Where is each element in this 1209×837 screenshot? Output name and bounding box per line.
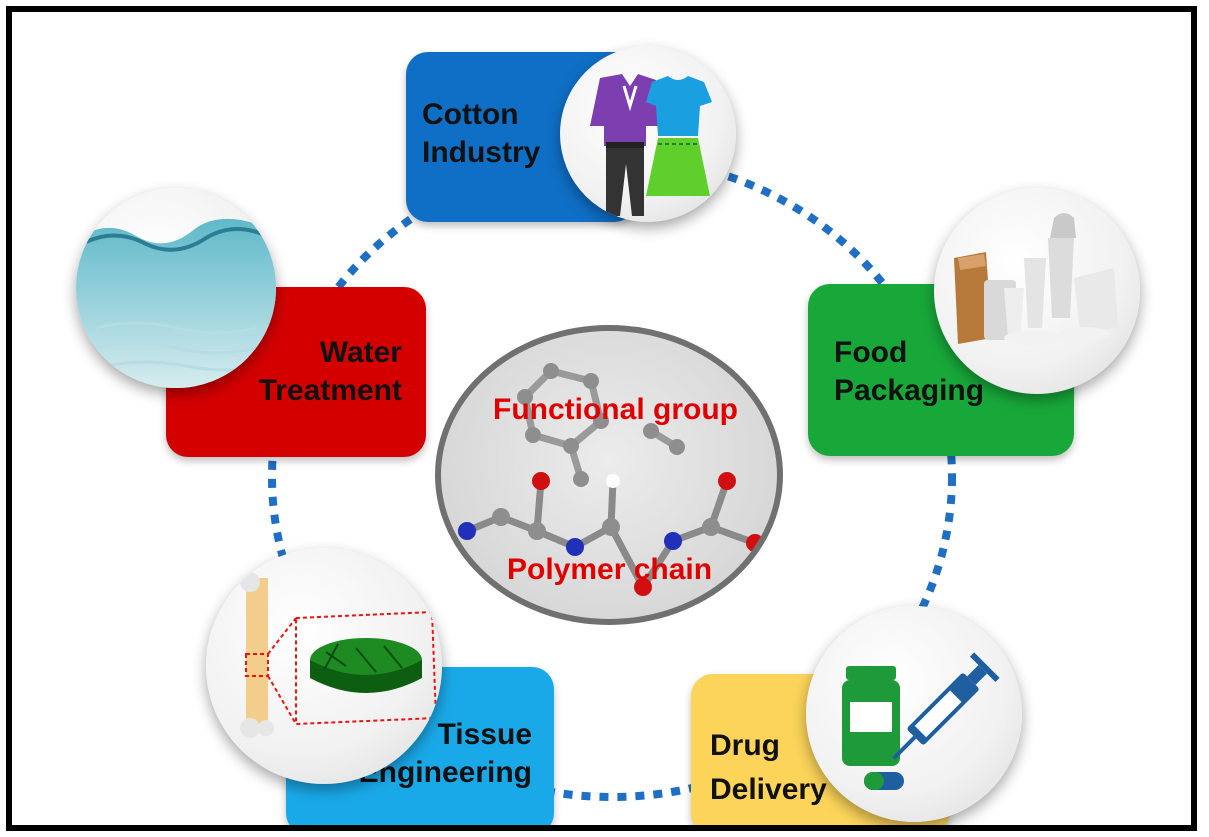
- center-molecule: Functional group Polymer chain: [435, 325, 783, 625]
- packaging-icon: [934, 188, 1140, 394]
- cotton-label-line1: Cotton: [422, 98, 519, 131]
- water-label-line2: Treatment: [258, 374, 402, 407]
- cotton-label-line2: Industry: [422, 136, 541, 169]
- diagram-frame: Cotton Industry Water Treatment: [6, 6, 1197, 831]
- medicine-syringe-icon: [806, 606, 1022, 822]
- tissue-label-line1: Tissue: [437, 718, 533, 751]
- drug-delivery-label: Drug Delivery: [710, 724, 827, 812]
- water-label-line1: Water: [319, 336, 402, 369]
- polymer-chain-label: Polymer chain: [507, 553, 713, 586]
- cotton-industry-label: Cotton Industry: [422, 96, 540, 172]
- food-label-line1: Food: [834, 336, 908, 369]
- drug-label-line1: Drug: [710, 729, 780, 762]
- drug-label-line2: Delivery: [710, 773, 827, 806]
- functional-group-label: Functional group: [493, 393, 738, 426]
- food-label-line2: Packaging: [834, 374, 985, 407]
- bone-scaffold-icon: [206, 548, 442, 784]
- water-icon: [76, 188, 276, 388]
- water-treatment-label: Water Treatment: [242, 334, 402, 410]
- clothing-icon: [560, 46, 736, 222]
- food-packaging-label: Food Packaging: [834, 334, 984, 410]
